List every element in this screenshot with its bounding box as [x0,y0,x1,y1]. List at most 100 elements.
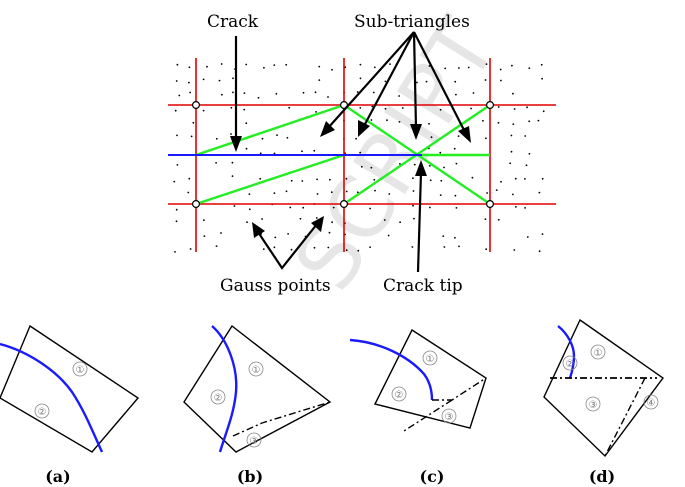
gauss-point [401,107,404,109]
region-number: ① [252,365,261,376]
region-marker [441,408,457,424]
sub-triangle-arrow-1 [327,31,415,129]
region-number: ② [38,407,47,418]
gauss-point [174,109,177,112]
gauss-point [458,67,460,69]
gauss-point [369,207,371,210]
region-marker [246,432,262,448]
gauss-point [497,218,500,221]
panel-caption: (c) [420,467,445,486]
region-number: ② [566,359,575,370]
gauss-point [273,192,276,195]
panel-b: ① ② ③ (b) [183,324,332,486]
gauss-point [387,234,390,237]
region-marker [391,386,407,402]
gauss-point [302,91,305,94]
gauss-point [220,63,223,65]
arrow-head [410,124,422,140]
gauss-point [369,246,371,249]
gauss-point [509,162,512,165]
gauss-point [299,217,302,220]
region-marker [34,403,50,419]
region-number: ① [594,348,603,359]
gauss-point [192,121,195,124]
gauss-point [413,163,416,166]
gauss-point [233,205,236,207]
region-number: ③ [250,436,259,447]
gauss-point [384,107,387,110]
annotation-arrows [234,31,466,273]
crack-curve [349,338,434,401]
gauss-point [500,180,502,183]
sub-triangle-arrow-2 [363,31,415,127]
gauss-point [495,189,498,192]
gauss-point [428,165,431,167]
gauss-point [455,207,458,209]
gauss-point [412,204,414,207]
panel-caption: (a) [45,467,71,486]
gauss-point [499,68,502,71]
gauss-point [261,218,263,220]
gauss-point [370,166,373,169]
gauss-point [528,120,531,123]
gauss-point [398,95,400,97]
region-marker [210,389,226,405]
gauss-point [511,64,513,67]
gauss-point [486,192,488,194]
gauss-point [371,105,374,108]
gauss-point [512,123,515,125]
region-marker [562,355,578,371]
gauss-point [513,108,516,110]
panel-c: ① ② ③ (c) [349,328,487,486]
gauss-point [359,107,362,109]
gauss-point [510,150,513,153]
node [192,100,201,109]
gauss-point [398,121,401,123]
gauss-point [245,147,248,150]
gauss-point [315,111,317,113]
gauss-point [524,135,527,137]
gauss-point [512,92,514,95]
region-number: ③ [445,412,454,423]
gauss-point [230,106,233,109]
gauss-point [215,137,218,140]
arrow-head [252,222,265,238]
gauss-point [188,177,191,180]
crack-tip-arrow [416,171,423,273]
gauss-point [515,206,517,208]
subdivision-line [432,377,487,401]
gauss-point [500,79,502,82]
gauss-point [526,106,528,109]
gauss-point [485,63,488,65]
gauss-point [314,91,317,94]
gauss-point [331,68,333,71]
gauss-point [388,193,391,195]
gauss-point [178,94,181,97]
gauss-point [215,245,218,248]
arrow-head [230,136,242,152]
gauss-point [425,80,428,83]
gauss-point [356,91,359,93]
region-number: ② [395,390,404,401]
gauss-point [454,236,456,239]
gauss-point [485,137,487,140]
gauss-point [454,80,457,83]
gauss-point [370,119,373,121]
gauss-point [190,135,193,138]
gauss-point [327,96,329,98]
gauss-point [374,189,376,192]
gauss-point [373,66,376,69]
gauss-point [384,80,387,83]
gauss-point [276,134,278,137]
arrow-head [458,126,471,143]
gauss-point [176,63,179,66]
gauss-point [510,134,513,137]
gauss-point [259,177,262,180]
node [340,200,349,209]
region-number: ② [214,393,223,404]
gauss-point [202,78,205,81]
gauss-point [285,63,288,66]
gauss-point [526,236,529,238]
gauss-point [318,79,321,81]
crack-label: Crack [207,12,259,32]
